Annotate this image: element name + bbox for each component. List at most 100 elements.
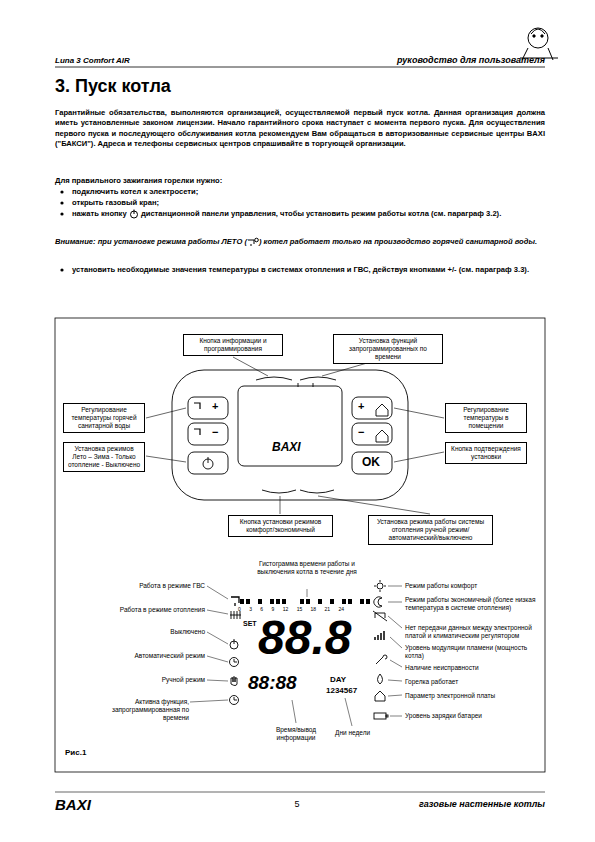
callout-text: Регулирование температуры горячей санита…: [67, 406, 141, 429]
layout-shape: [386, 715, 388, 717]
bullet-text: подключить котел к электросети;: [72, 187, 542, 197]
callout-box: Регулирование температуры горячей санита…: [63, 403, 145, 433]
footer-text: газовые настенные котлы: [345, 799, 545, 809]
body-paragraph: Гарантийные обязательства, выполняются о…: [55, 108, 545, 150]
callout-box: Кнопка подтверждения установки: [445, 442, 527, 464]
display-digits: 88:88: [248, 673, 297, 692]
callout-text: Установка режимов Лето – Зима - Только о…: [67, 445, 141, 468]
layout-shape: [374, 580, 386, 592]
display-callout: Автоматический режим: [85, 652, 205, 660]
display-callout: Выключено: [95, 628, 205, 636]
layout-shape: [233, 357, 268, 376]
display-segment: DAY: [330, 675, 346, 684]
summer-icon: [247, 237, 259, 247]
layout-shape: [318, 496, 430, 514]
display-digits: 88.8: [258, 614, 351, 662]
display-callout: Режим работы экономичный (более низкая т…: [405, 596, 540, 612]
button-label: −: [358, 426, 364, 438]
panel-logo: BAXI: [272, 440, 301, 454]
layout-shape: [394, 408, 444, 418]
layout-shape: [146, 408, 186, 418]
callout-box: Установка режима работы системы отоплени…: [368, 515, 493, 545]
page-number: 5: [287, 799, 307, 809]
display-symbols: [190, 580, 402, 726]
layout-shape: [188, 397, 228, 419]
layout-shape: [374, 597, 382, 607]
layout-shape: [258, 599, 262, 604]
layout-shape: [373, 611, 387, 621]
button-label: −: [212, 426, 218, 438]
layout-shape: [207, 610, 228, 614]
callout-text: Кнопка подтверждения установки: [449, 445, 523, 461]
layout-shape: [230, 611, 241, 619]
power-icon: [129, 209, 139, 219]
layout-shape: [378, 674, 383, 684]
layout-shape: [376, 404, 388, 442]
layout-shape: [55, 792, 545, 793]
layout-shape: [390, 716, 402, 717]
layout-shape: [133, 210, 134, 215]
layout-shape: [298, 383, 313, 387]
display-callout: Параметр электронной платы: [405, 692, 540, 700]
layout-shape: [388, 695, 402, 696]
display-callout: Режим работы комфорт: [405, 582, 540, 590]
layout-shape: [207, 586, 228, 599]
figure-frame: [55, 318, 545, 772]
layout-shape: [318, 599, 322, 604]
layout-shape: [280, 496, 281, 514]
button-label: +: [212, 400, 218, 412]
bullet-line: нажать кнопку дистанционной панели управ…: [72, 209, 542, 219]
display-callout: Работа в режиме ГВС: [95, 582, 205, 590]
footer-logo: BAXI: [55, 796, 91, 813]
layout-shape: [60, 190, 63, 193]
warning-text: ) котел работает только на производство …: [259, 237, 537, 246]
layout-shape: [360, 599, 364, 604]
display-callout: Уровень зарядки батареи: [405, 712, 540, 720]
layout-shape: [276, 599, 280, 604]
layout-shape: [282, 599, 286, 604]
display-callout: Горелка работает: [405, 678, 540, 686]
bullet-text: дистанционной панели управления, чтобы у…: [141, 209, 501, 218]
layout-shape: [342, 599, 346, 604]
layout-shape: [240, 599, 244, 604]
layout-shape: [207, 680, 228, 681]
layout-shape: [190, 586, 402, 726]
layout-shape: [194, 403, 200, 435]
bullet-text: нажать кнопку: [72, 209, 127, 218]
layout-shape: [207, 632, 228, 644]
layout-shape: [240, 599, 370, 604]
header-manual: руководство для пользователя: [295, 55, 545, 65]
layout-shape: [348, 599, 352, 604]
callout-box: Кнопка установки режимов комфорт/экономи…: [228, 515, 333, 537]
callout-box: Установка режимов Лето – Зима - Только о…: [63, 442, 145, 472]
layout-shape: [208, 457, 209, 463]
layout-shape: [190, 700, 228, 702]
warning-text: Внимание: при установке режима работы ЛЕ…: [55, 237, 247, 246]
button-label: +: [358, 400, 364, 412]
warning-line: Внимание: при установке режима работы ЛЕ…: [55, 237, 545, 247]
display-callout: Работа в режиме отопления: [85, 606, 205, 614]
layout-shape: [60, 268, 63, 271]
callout-text: Установка функций запрограммированных по…: [337, 337, 439, 360]
control-panel: [172, 370, 408, 500]
display-segment: 1234567: [326, 686, 357, 695]
display-caption: Гистограмма времени работы и выключения …: [252, 560, 362, 576]
layout-shape: [238, 386, 342, 466]
layout-shape: [300, 599, 304, 604]
layout-shape: [234, 697, 237, 700]
button-label: OK: [362, 455, 380, 469]
callout-text: Установка режима работы системы отоплени…: [372, 518, 489, 541]
callout-box: Регулирование температуры в помещении: [445, 403, 527, 433]
layout-shape: [366, 599, 370, 604]
layout-shape: [230, 696, 239, 705]
display-callout: Наличие неисправности: [405, 664, 540, 672]
histogram-scale: 0 3 6 9 12 15 18 21 24: [238, 606, 344, 612]
display-segment: SET: [243, 620, 257, 627]
section-title: 3. Пуск котла: [55, 76, 171, 97]
callout-text: Кнопка установки режимов комфорт/экономи…: [232, 518, 329, 534]
layout-shape: [270, 599, 274, 604]
layout-shape: [60, 212, 63, 215]
layout-shape: [146, 456, 186, 462]
layout-shape: [390, 637, 402, 648]
